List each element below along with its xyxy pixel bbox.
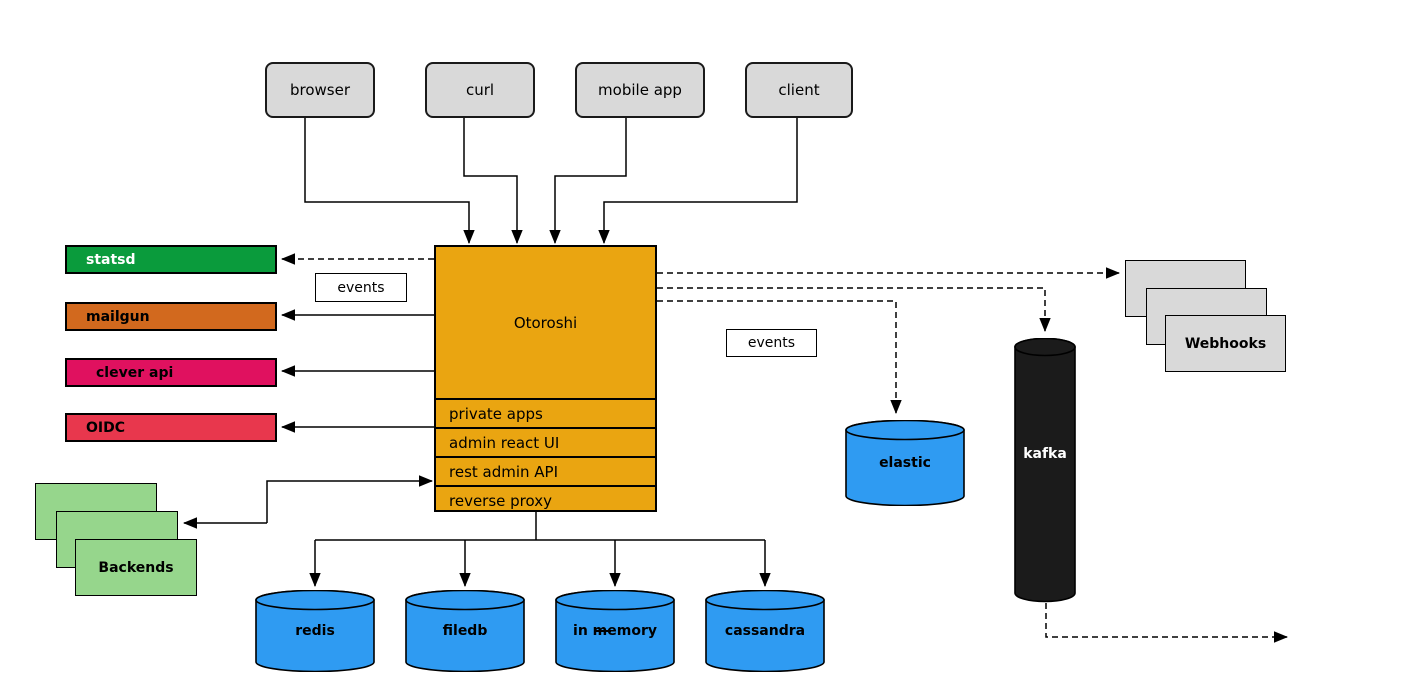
redis-cylinder-shape [255, 590, 375, 672]
kafka-cylinder-shape [1014, 338, 1076, 603]
client-box-browser-label: browser [289, 81, 350, 99]
edge-curl-otoroshi [463, 118, 523, 244]
otoroshi-layer-admin-react-ui: admin react UI [436, 427, 655, 456]
otoroshi-box: Otoroshi private apps admin react UI res… [434, 245, 657, 512]
integration-oidc-label: OIDC [86, 419, 126, 436]
edge-mobile-app-otoroshi [549, 118, 627, 244]
integration-statsd: statsd [65, 245, 277, 274]
datastore-in-memory: in memory [555, 590, 675, 672]
integration-clever-api-label: clever api [96, 364, 174, 381]
elastic-cylinder-shape [845, 420, 965, 506]
edge-otoroshi-kafka [657, 287, 1051, 332]
integration-statsd-label: statsd [86, 251, 136, 268]
edge-backends-otoroshi [266, 475, 433, 523]
otoroshi-title: Otoroshi [513, 313, 578, 332]
events-label-left: events [315, 273, 407, 302]
in-memory-strike-dash [596, 630, 611, 632]
client-box-browser: browser [265, 62, 375, 118]
cassandra-cylinder-shape [705, 590, 825, 672]
client-box-mobile-app-label: mobile app [598, 81, 682, 99]
events-label-right: events [726, 329, 817, 357]
edge-kafka-out [1045, 603, 1288, 643]
otoroshi-layer-reverse-proxy: reverse proxy [436, 485, 655, 514]
backends-label: Backends [98, 559, 174, 576]
edge-otoroshi-elastic [657, 300, 902, 414]
elastic-cylinder: elastic [845, 420, 965, 506]
filedb-cylinder-shape [405, 590, 525, 672]
integration-mailgun-label: mailgun [86, 308, 150, 325]
otoroshi-layer-private-apps: private apps [436, 398, 655, 427]
webhooks-stack-front: Webhooks [1165, 315, 1286, 372]
client-box-client: client [745, 62, 853, 118]
backends-stack-front: Backends [75, 539, 197, 596]
client-box-client-label: client [778, 81, 820, 99]
integration-clever-api: clever api [65, 358, 277, 387]
edge-client-otoroshi [598, 118, 798, 244]
client-box-curl: curl [425, 62, 535, 118]
otoroshi-layer-rest-admin-api: rest admin API [436, 456, 655, 485]
webhooks-label: Webhooks [1184, 335, 1267, 352]
edge-browser-otoroshi [304, 118, 475, 244]
client-box-curl-label: curl [465, 81, 495, 99]
client-box-mobile-app: mobile app [575, 62, 705, 118]
in-memory-cylinder-shape [555, 590, 675, 672]
integration-mailgun: mailgun [65, 302, 277, 331]
integration-oidc: OIDC [65, 413, 277, 442]
